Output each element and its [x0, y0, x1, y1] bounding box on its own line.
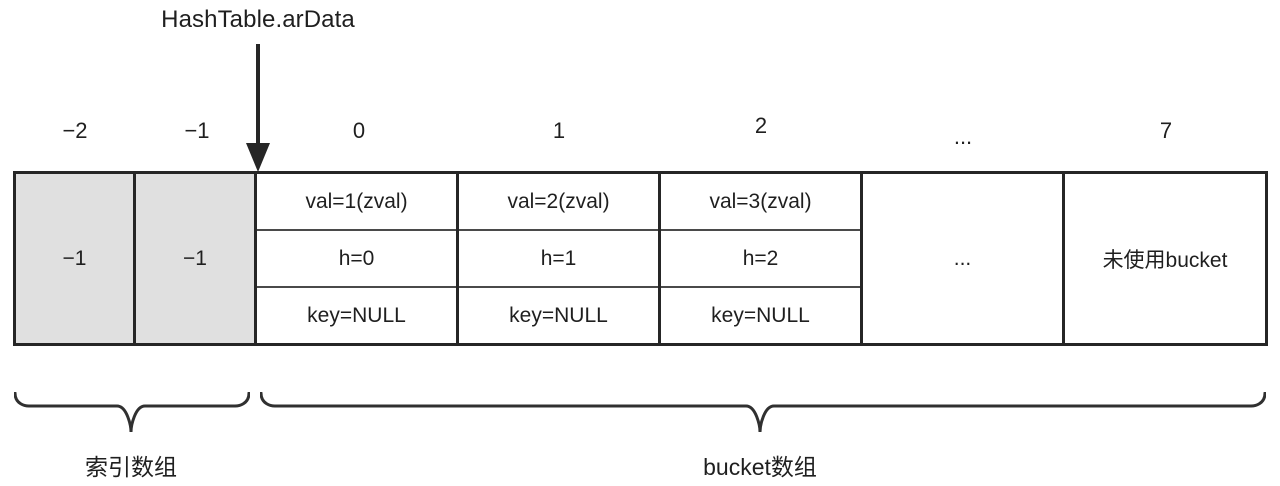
column-caption-0: −2 — [62, 118, 88, 143]
bucket-field-2: key=NULL — [509, 303, 608, 327]
brace-caption-bucket-array: bucket数组 — [703, 454, 817, 480]
index-value: −1 — [62, 246, 87, 270]
table-cell-bucket-2: val=1(zval)h=0 key=NULL — [257, 174, 459, 343]
bucket-field-2: key=NULL — [711, 303, 810, 327]
brace-index-array — [14, 392, 250, 433]
table-cell-index-0: −1 — [16, 174, 136, 343]
column-caption-5: ... — [953, 124, 973, 149]
table-cell-single-5: ... — [863, 174, 1065, 343]
bucket-field-1: h=1 — [459, 231, 658, 288]
brace-bucket-array — [260, 392, 1266, 433]
table-cell-index-1: −1 — [136, 174, 257, 343]
pointer-label-hashtable-ardata: HashTable.arData — [161, 6, 355, 33]
cell-value: 未使用bucket — [1102, 248, 1228, 272]
column-caption-4: 2 — [754, 113, 768, 138]
bucket-field-1: h=0 — [257, 231, 456, 288]
brace-caption-index-array: 索引数组 — [85, 454, 177, 480]
cell-value: ... — [953, 246, 972, 270]
index-value: −1 — [183, 246, 207, 270]
bucket-field-0: val=2(zval) — [459, 174, 658, 231]
column-caption-6: 7 — [1159, 118, 1173, 143]
column-caption-2: 0 — [352, 118, 366, 143]
table-cell-single-6: 未使用bucket — [1065, 174, 1265, 343]
bucket-rows: val=2(zval)h=1 key=NULL — [459, 174, 658, 343]
bucket-field-0: val=1(zval) — [257, 174, 456, 231]
column-caption-3: 1 — [552, 118, 566, 143]
bucket-field-0: val=3(zval) — [661, 174, 860, 231]
table-cell-bucket-4: val=3(zval)h=2 key=NULL — [661, 174, 863, 343]
table-cell-bucket-3: val=2(zval)h=1 key=NULL — [459, 174, 661, 343]
down-arrow-icon — [246, 44, 270, 172]
bucket-field-2: key=NULL — [307, 303, 406, 327]
bucket-rows: val=1(zval)h=0 key=NULL — [257, 174, 456, 343]
column-caption-1: −1 — [184, 118, 210, 143]
bucket-rows: val=3(zval)h=2 key=NULL — [661, 174, 860, 343]
bucket-field-1: h=2 — [661, 231, 860, 288]
